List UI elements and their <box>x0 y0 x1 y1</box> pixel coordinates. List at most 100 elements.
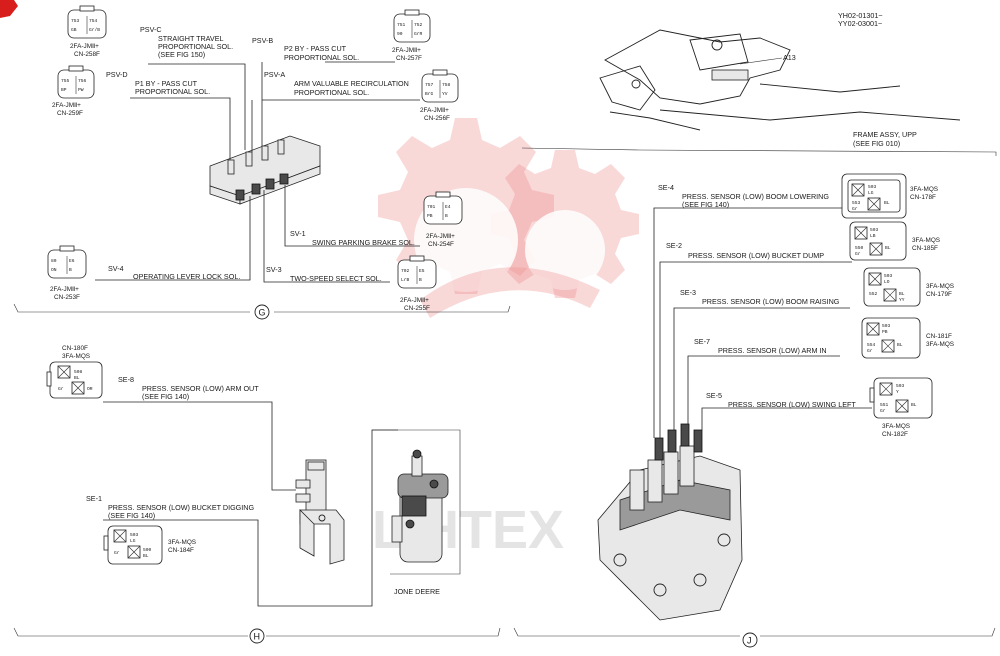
connector-cn-181f: 503 PB 554 BL Gr <box>861 317 921 359</box>
pin-label: 755 <box>61 78 70 84</box>
section-g-letter: G <box>259 308 266 318</box>
conn-type: 3FA-MQS <box>62 353 90 360</box>
conn-type: 3FA-MQS <box>926 283 954 290</box>
section-h-divider-left <box>13 627 248 637</box>
solenoid-valve-block <box>209 135 321 205</box>
section-j-marker <box>742 632 758 648</box>
conn-id: CN-184F <box>168 547 194 554</box>
frame-code: A13 <box>783 53 796 62</box>
pin-label: 550 <box>855 245 864 251</box>
pin-label: 503 <box>868 184 877 190</box>
conn-type: 3FA-MQS <box>926 341 954 348</box>
pressure-sensor-bracket <box>295 459 345 565</box>
frame-divider <box>521 147 997 156</box>
connector-cn-182f: 503 Y 551 BL Gr <box>869 377 933 419</box>
se-8-line1: PRESS. SENSOR (LOW) ARM OUT <box>142 384 259 393</box>
conn-type: 3FA-MQS <box>910 186 938 193</box>
se-4-code: SE-4 <box>658 183 674 192</box>
brand-label: JONE DEERE <box>394 587 440 596</box>
conn-id: CN-253F <box>54 294 80 301</box>
pin-label: 754 <box>89 18 98 24</box>
psv-a-line1: ARM VALUABLE RECIRCULATION <box>294 79 409 88</box>
se-7-line1: PRESS. SENSOR (LOW) ARM IN <box>718 346 827 355</box>
se-1-line1: PRESS. SENSOR (LOW) BUCKET DIGGING <box>108 503 254 512</box>
pin-label: E6 <box>69 258 75 264</box>
connector-cn-178f: 503 LG 553 BL Gr <box>841 173 907 219</box>
pin-label: Gr <box>58 386 64 392</box>
section-j-leaders <box>653 207 872 438</box>
pin-label: OR <box>87 386 93 392</box>
pin-label: 503 <box>896 383 905 389</box>
psv-a-code: PSV-A <box>264 70 285 79</box>
pin-label: 552 <box>869 291 878 297</box>
se-4-line2: (SEE FIG 140) <box>682 200 729 209</box>
pin-label: PB <box>427 213 433 219</box>
sv-4-line1: OPERATING LEVER LOCK SOL. <box>133 272 240 281</box>
section-g-divider-right <box>274 305 511 313</box>
sv-1-code: SV-1 <box>290 229 306 238</box>
pin-label: BrG <box>425 91 434 97</box>
connector-cn-257f: 751 752 90 GrR <box>393 9 431 43</box>
conn-type: 2FA-JMⅡ+ <box>52 102 81 109</box>
pin-label: LO <box>884 279 890 285</box>
frame-title: FRAME ASSY, UPP <box>853 130 917 139</box>
pump-frame <box>372 429 461 575</box>
frame-ref: (SEE FIG 010) <box>853 139 900 148</box>
conn-id: CN-181F <box>926 333 952 340</box>
conn-id: CN-256F <box>424 115 450 122</box>
frame-assy-drawing <box>599 29 961 131</box>
pin-label: 503 <box>882 323 891 329</box>
se-5-code: SE-5 <box>706 391 722 400</box>
doc-id-2: YY02-03001~ <box>838 19 882 28</box>
pin-label: 751 <box>397 22 406 28</box>
pin-label: 80 <box>51 258 57 264</box>
conn-type: 3FA-MQS <box>168 539 196 546</box>
pin-label: B <box>419 277 422 283</box>
pin-label: Gr <box>114 550 120 556</box>
pin-label: 753 <box>71 18 80 24</box>
pin-label: BL <box>74 375 80 381</box>
psv-c-line2: PROPORTIONAL SOL. <box>158 42 233 51</box>
pin-label: Gr <box>852 206 858 212</box>
pin-label: LB <box>870 233 876 239</box>
psv-b-line1: P2 BY - PASS CUT <box>284 44 347 53</box>
pin-label: B <box>445 213 448 219</box>
se-3-code: SE-3 <box>680 288 696 297</box>
psv-d-line1: P1 BY - PASS CUT <box>135 79 198 88</box>
psv-c-line1: STRAIGHT TRAVEL <box>158 34 224 43</box>
pin-label: GB <box>71 27 77 33</box>
pin-label: E5 <box>419 268 425 274</box>
conn-type: 2FA-JMⅡ+ <box>426 233 455 240</box>
conn-type: 2FA-JMⅡ+ <box>420 107 449 114</box>
section-j-letter: J <box>747 636 752 646</box>
se-5-line1: PRESS. SENSOR (LOW) SWING LEFT <box>728 400 856 409</box>
pin-label: E4 <box>445 204 451 210</box>
conn-id: CN-179F <box>926 291 952 298</box>
se-8-line2: (SEE FIG 140) <box>142 392 189 401</box>
conn-type: 3FA-MQS <box>912 237 940 244</box>
pin-label: 503 <box>870 227 879 233</box>
conn-type: 2FA-JMⅡ+ <box>70 43 99 50</box>
pin-label: BL <box>884 200 890 206</box>
pin-label: BL <box>885 245 891 251</box>
watermark-gear-logo <box>378 118 639 318</box>
psv-c-line3: (SEE FIG 150) <box>158 50 205 59</box>
connector-cn-185f: 503 LB 550 BL Gr <box>849 221 907 261</box>
sv-4-code: SV-4 <box>108 264 124 273</box>
pin-label: 500 <box>143 547 152 553</box>
pin-label: BP <box>61 87 67 93</box>
conn-type: 3FA-MQS <box>882 423 910 430</box>
pump-assembly <box>391 449 449 563</box>
sv-3-line1: TWO-SPEED SELECT SOL. <box>290 274 382 283</box>
pin-label: GrR <box>414 31 423 37</box>
se-4-line1: PRESS. SENSOR (LOW) BOOM LOWERING <box>682 192 829 201</box>
pin-label: 503 <box>130 532 139 538</box>
connector-cn-258f: 753 754 GB Gr/B <box>67 5 107 39</box>
pin-label: Y <box>896 389 899 395</box>
pin-label: 553 <box>852 200 861 206</box>
connector-cn-253f: 80 E6 ON B <box>47 245 87 279</box>
pin-label: LG <box>868 190 874 196</box>
conn-type: 2FA-JMⅡ+ <box>392 47 421 54</box>
section-g-divider-left <box>13 303 250 313</box>
